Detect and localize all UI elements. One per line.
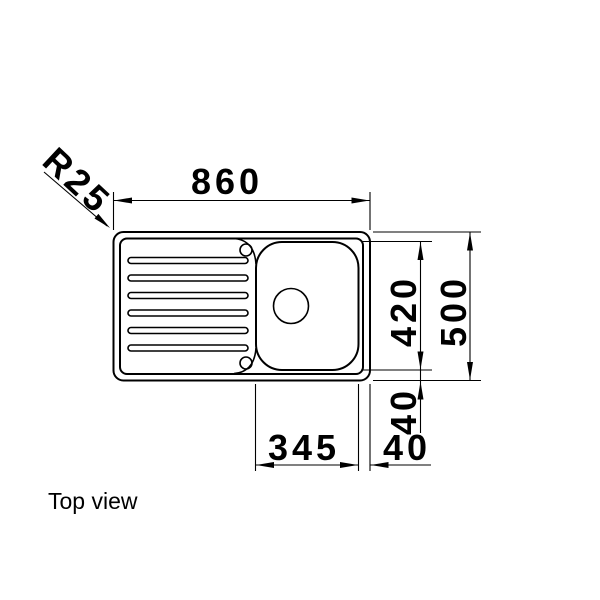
drain-hole [272,287,310,325]
dim-corner-radius-label: R25 [35,139,120,222]
drawing-caption: Top view [48,488,138,514]
tap-hole-top [239,243,253,257]
arrow-left-icon [256,462,274,468]
drainboard-groove [127,274,249,282]
dim-bowl-depth-label: 420 [383,275,424,347]
dim-overall-width: 860 [112,161,371,230]
dim-overall-width-label: 860 [191,161,263,202]
arrow-left-icon [114,197,132,204]
drainboard-groove [127,309,249,317]
bowl-outline [255,241,360,371]
dim-bowl-depth: 420 [361,240,432,371]
drainboard-grooves [127,256,249,352]
sink-rim-outline [119,237,364,375]
arrow-right-icon [351,197,370,204]
arrow-up-icon [417,242,424,260]
drainboard-groove [127,291,249,300]
drainboard-groove [127,256,249,265]
dim-bowl-width-label: 345 [268,427,340,468]
sink-outer-outline [112,231,371,382]
arrow-up-icon [467,232,473,251]
dim-offset-right-label: 40 [383,427,431,468]
rim-bowl-transition-bottom [233,347,257,375]
arrow-diagonal-icon [94,213,110,228]
dim-offset-right: 40 [369,384,431,471]
arrow-up-icon [417,381,424,400]
sink-plan-view [112,231,371,382]
dim-corner-radius: R25 [35,139,120,228]
arrow-right-icon [340,462,358,468]
rim-bowl-transition-top [233,237,257,265]
arrow-left-icon [370,462,389,468]
dim-overall-depth-label: 500 [433,275,474,347]
dim-offset-bottom: 40 [383,370,424,435]
drainboard-groove [127,326,249,335]
dim-offset-bottom-label: 40 [383,387,424,435]
drainboard-groove [127,344,249,352]
dim-overall-depth: 500 [373,231,481,382]
tap-hole-bottom [239,356,253,370]
arrow-down-icon [467,362,473,380]
arrow-down-icon [417,351,424,370]
dim-bowl-width: 345 [254,384,360,471]
